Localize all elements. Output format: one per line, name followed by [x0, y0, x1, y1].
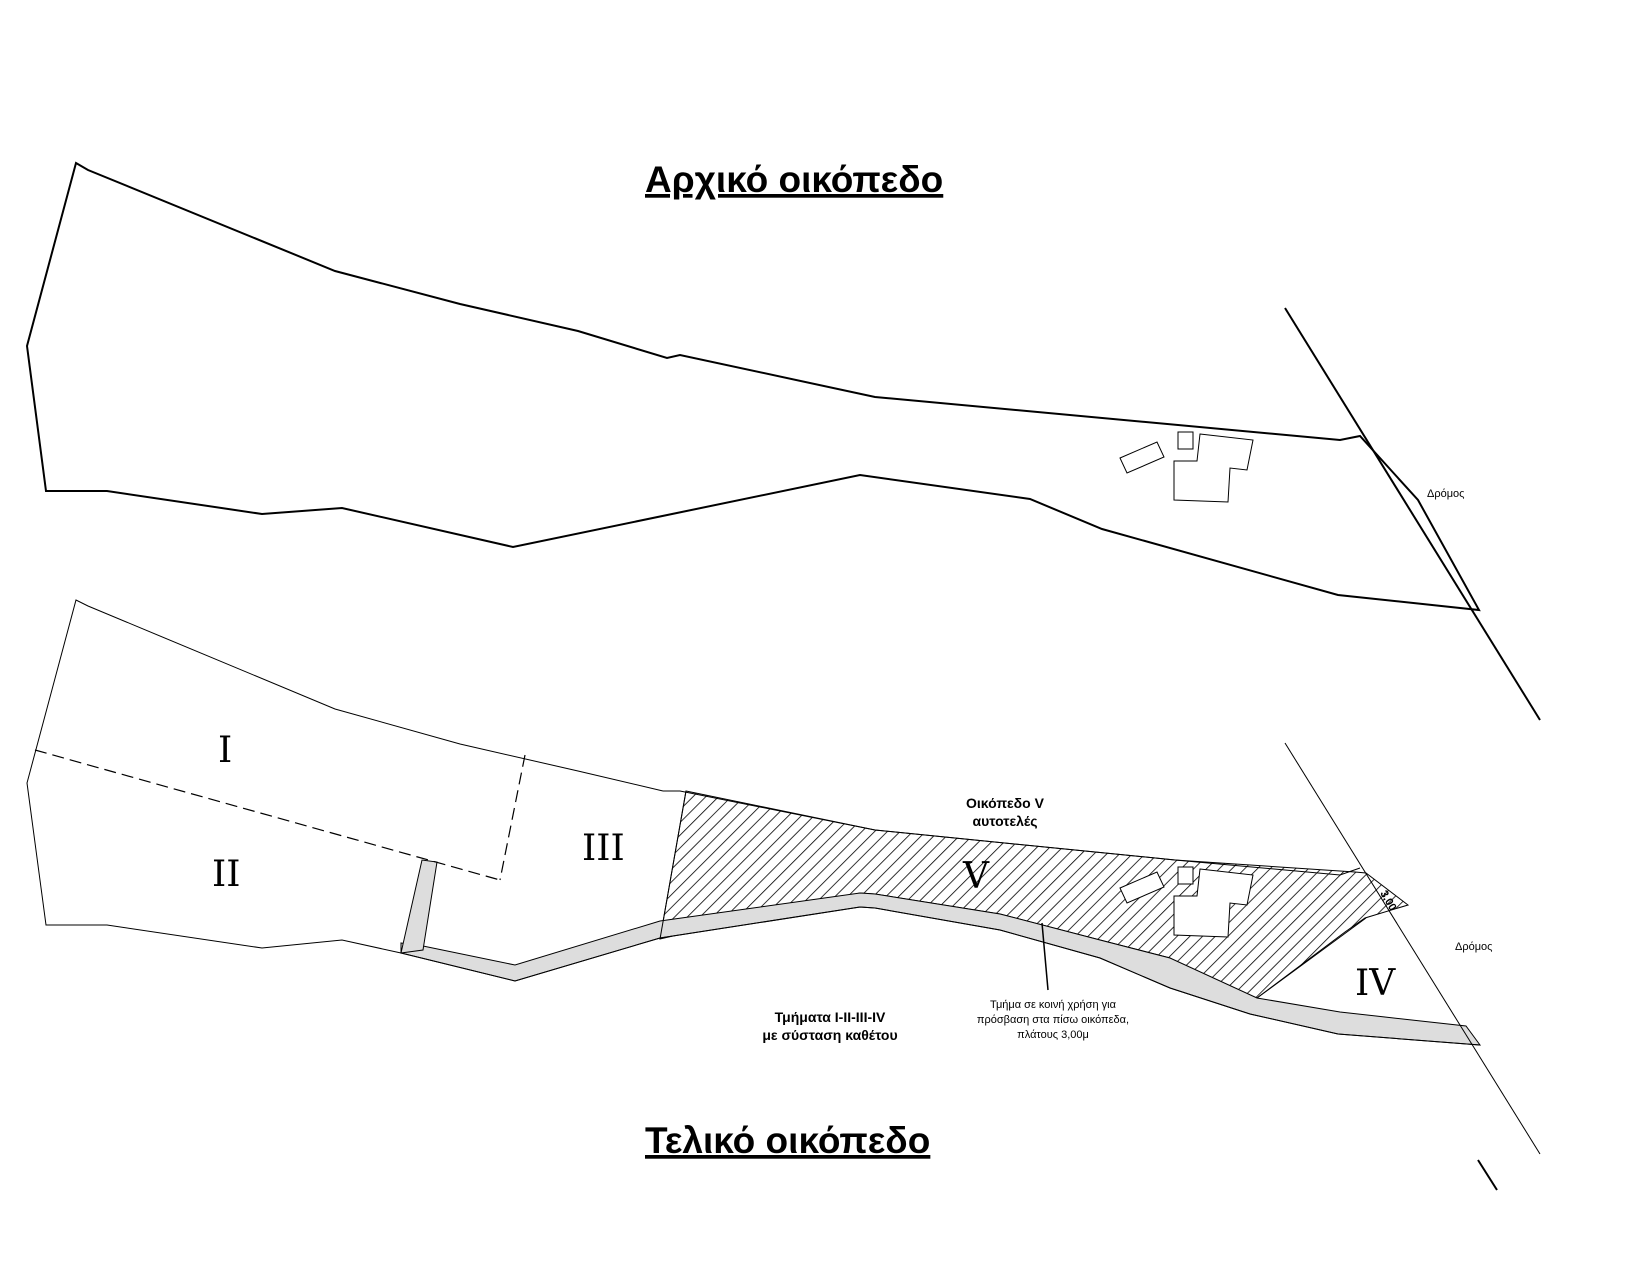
parcel-iv-label: IV [1355, 963, 1396, 1004]
road-edge-top [1284, 307, 1541, 721]
plot-v-label-line2: αυτοτελές [972, 813, 1037, 829]
plot-v-label-line1: Οικόπεδο V [966, 795, 1045, 811]
building-outline [1177, 866, 1194, 885]
initial-plot-title: Αρχικό οικόπεδο [645, 159, 943, 200]
plot-v-top-boundary [663, 790, 1361, 876]
initial-plot-outline [25, 161, 1481, 612]
boundary-i-iii-dashed [499, 754, 526, 881]
parcel-i-label: I [218, 730, 232, 771]
boundary-iii-v [659, 790, 687, 940]
parcel-ii-label: II [212, 854, 240, 895]
final-plot: Δρόμος 3,00 I II III IV V Οικόπεδο V αυτ… [26, 599, 1541, 1191]
common-use-label-line1: Τμήμα σε κοινή χρήση για [990, 999, 1117, 1011]
building-outline [1119, 871, 1165, 904]
common-use-label-line2: πρόσβαση στα πίσω οικόπεδα, [977, 1014, 1129, 1026]
common-use-leader [1041, 922, 1049, 991]
existing-buildings-top [1119, 431, 1254, 503]
road-label-top: Δρόμος [1427, 488, 1464, 500]
final-plot-title: Τελικό οικόπεδο [645, 1120, 930, 1161]
road-edge-bottom [1284, 742, 1541, 1155]
road-label-bottom: Δρόμος [1455, 941, 1492, 953]
sections-label-line2: με σύσταση καθέτου [762, 1027, 897, 1043]
parcel-v-label: V [962, 856, 990, 897]
common-use-strip-spur [400, 859, 438, 954]
building-outline [1119, 441, 1165, 474]
sections-label-line1: Τμήματα I-II-III-IV [775, 1009, 886, 1025]
boundary-iv-v [1256, 917, 1367, 999]
final-plot-outline [26, 599, 1481, 1046]
common-use-label-line3: πλάτους 3,00μ [1017, 1029, 1089, 1041]
road-edge-bottom-tick [1477, 1159, 1498, 1191]
parcel-iii-label: III [582, 828, 625, 869]
building-outline [1173, 433, 1254, 503]
building-outline [1177, 431, 1194, 450]
existing-buildings-bottom [1119, 866, 1254, 938]
building-outline [1173, 868, 1254, 938]
boundary-i-ii-dashed [34, 749, 501, 881]
